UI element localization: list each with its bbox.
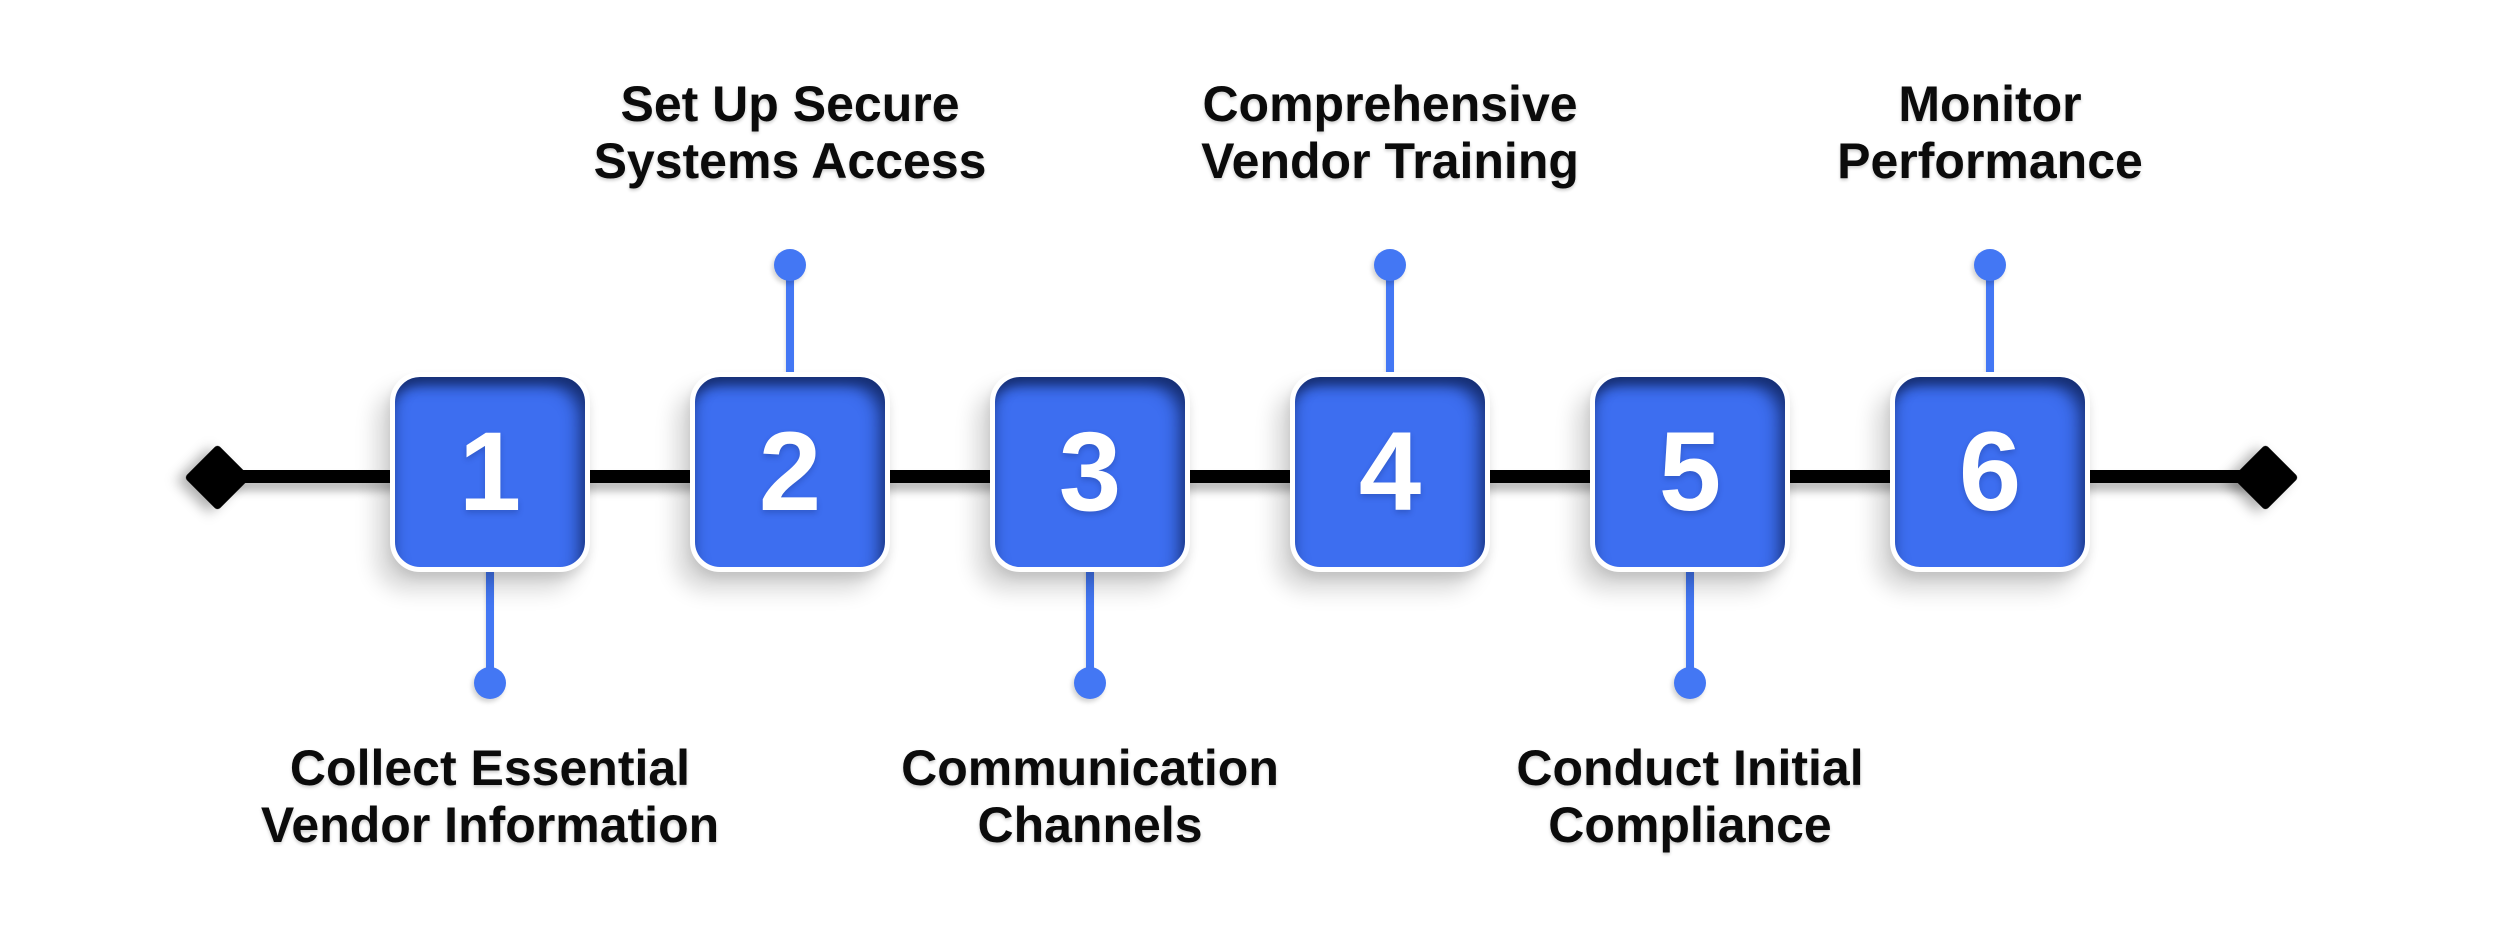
step-box: 5 xyxy=(1590,372,1790,572)
connector-stem xyxy=(786,264,794,378)
connector-stem xyxy=(486,566,494,684)
step-label: Set Up Secure Systems Access xyxy=(593,76,987,189)
connector-dot-icon xyxy=(1074,667,1106,699)
step-box: 2 xyxy=(690,372,890,572)
step-box: 4 xyxy=(1290,372,1490,572)
step-label: Comprehensive Vendor Training xyxy=(1201,76,1579,189)
step-6: Monitor Performance 6 xyxy=(1837,0,2143,948)
step-4: Comprehensive Vendor Training 4 xyxy=(1201,0,1579,948)
step-2: Set Up Secure Systems Access 2 xyxy=(594,0,986,948)
step-label: Conduct Initial Compliance xyxy=(1516,740,1864,853)
step-box: 1 xyxy=(390,372,590,572)
connector-stem xyxy=(1686,566,1694,684)
step-label: Collect Essential Vendor Information xyxy=(260,740,720,853)
connector-dot-icon xyxy=(1374,249,1406,281)
step-number: 4 xyxy=(1358,409,1422,534)
step-label: Communication Channels xyxy=(901,740,1279,853)
connector-dot-icon xyxy=(474,667,506,699)
connector-dot-icon xyxy=(1974,249,2006,281)
connector-stem xyxy=(1086,566,1094,684)
step-number: 6 xyxy=(1958,409,2022,534)
connector-stem xyxy=(1986,264,1994,378)
connector-dot-icon xyxy=(774,249,806,281)
step-1: Collect Essential Vendor Information 1 xyxy=(261,0,719,948)
step-number: 5 xyxy=(1658,409,1722,534)
timeline-start-diamond-icon xyxy=(184,444,251,511)
step-box: 3 xyxy=(990,372,1190,572)
step-number: 1 xyxy=(458,409,522,534)
connector-stem xyxy=(1386,264,1394,378)
step-5: Conduct Initial Compliance 5 xyxy=(1516,0,1864,948)
connector-dot-icon xyxy=(1674,667,1706,699)
step-label: Monitor Performance xyxy=(1837,76,2143,189)
timeline-end-diamond-icon xyxy=(2232,444,2299,511)
step-box: 6 xyxy=(1890,372,2090,572)
step-number: 2 xyxy=(758,409,822,534)
step-3: Communication Channels 3 xyxy=(901,0,1279,948)
step-number: 3 xyxy=(1058,409,1122,534)
